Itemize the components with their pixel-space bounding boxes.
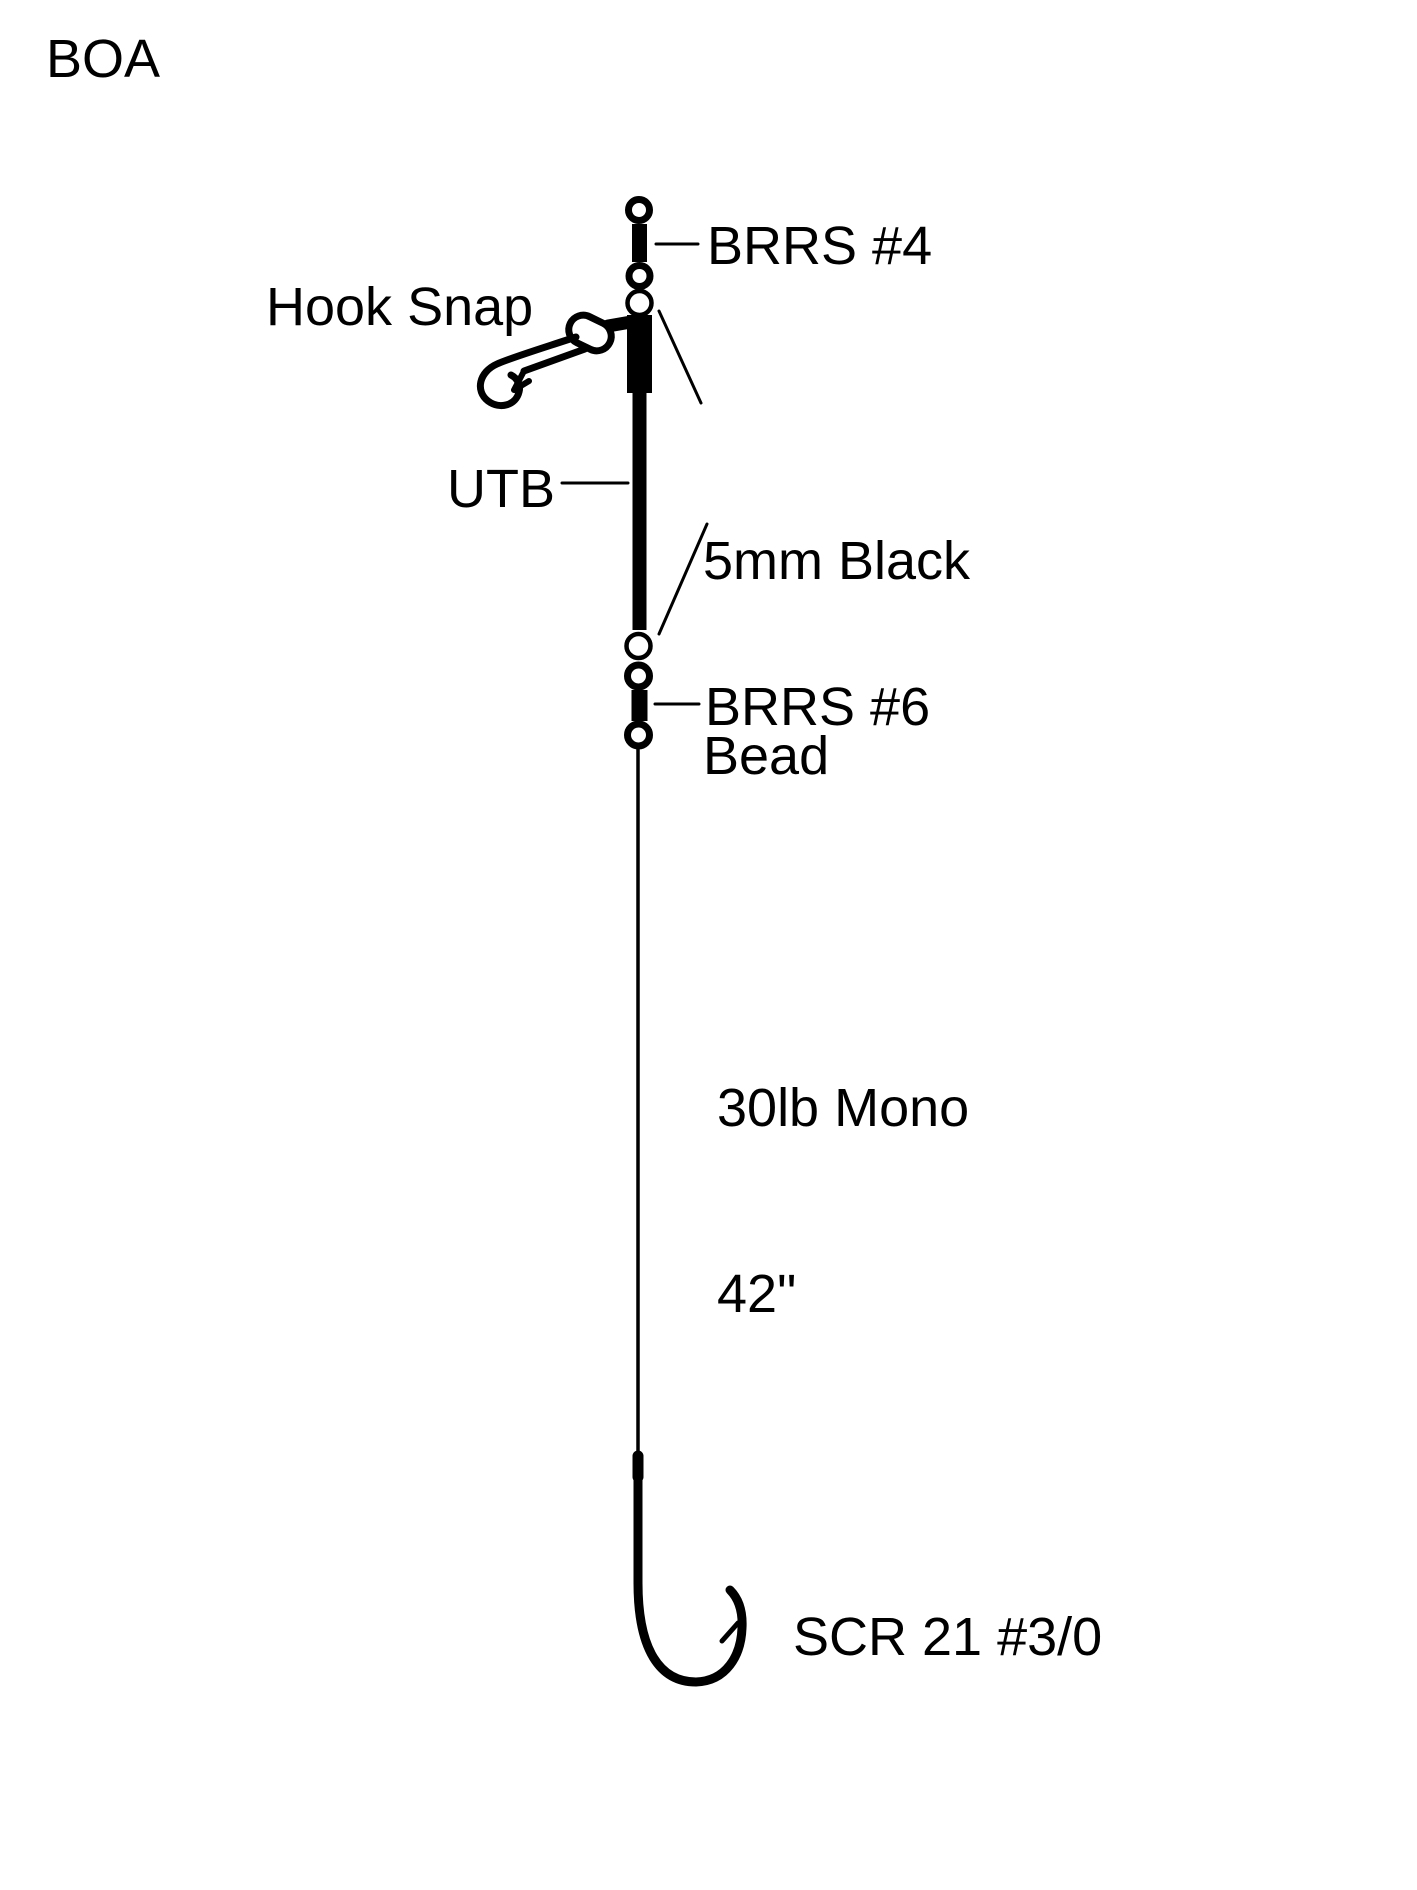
page-title: BOA [46,29,161,89]
black-bead-bottom-icon [624,631,653,661]
brrs4-swivel-graphic [625,196,654,290]
label-black-bead: 5mm Black Bead [703,399,970,919]
brrs6-swivel-graphic [624,661,653,750]
leader-bead-bottom [657,522,709,636]
label-utb: UTB [447,459,555,519]
label-brrs6: BRRS #6 [705,677,931,737]
utb-tube-graphic [627,315,652,630]
hook-graphic [632,1450,747,1687]
label-black-bead-line2: Bead [703,726,830,786]
label-hook: SCR 21 #3/0 [793,1607,1103,1667]
label-mono-line1: 30lb Mono [717,1078,970,1138]
label-brrs4: BRRS #4 [707,216,933,276]
label-mono-line2: 42" [717,1264,797,1324]
black-bead-top-icon [625,288,654,318]
label-hook-snap: Hook Snap [266,277,534,337]
label-mono: 30lb Mono 42" [717,953,969,1449]
hook-snap-clip-icon [476,311,638,410]
leader-lines [560,242,709,706]
label-black-bead-line1: 5mm Black [703,531,971,591]
leader-bead-top [657,309,703,405]
